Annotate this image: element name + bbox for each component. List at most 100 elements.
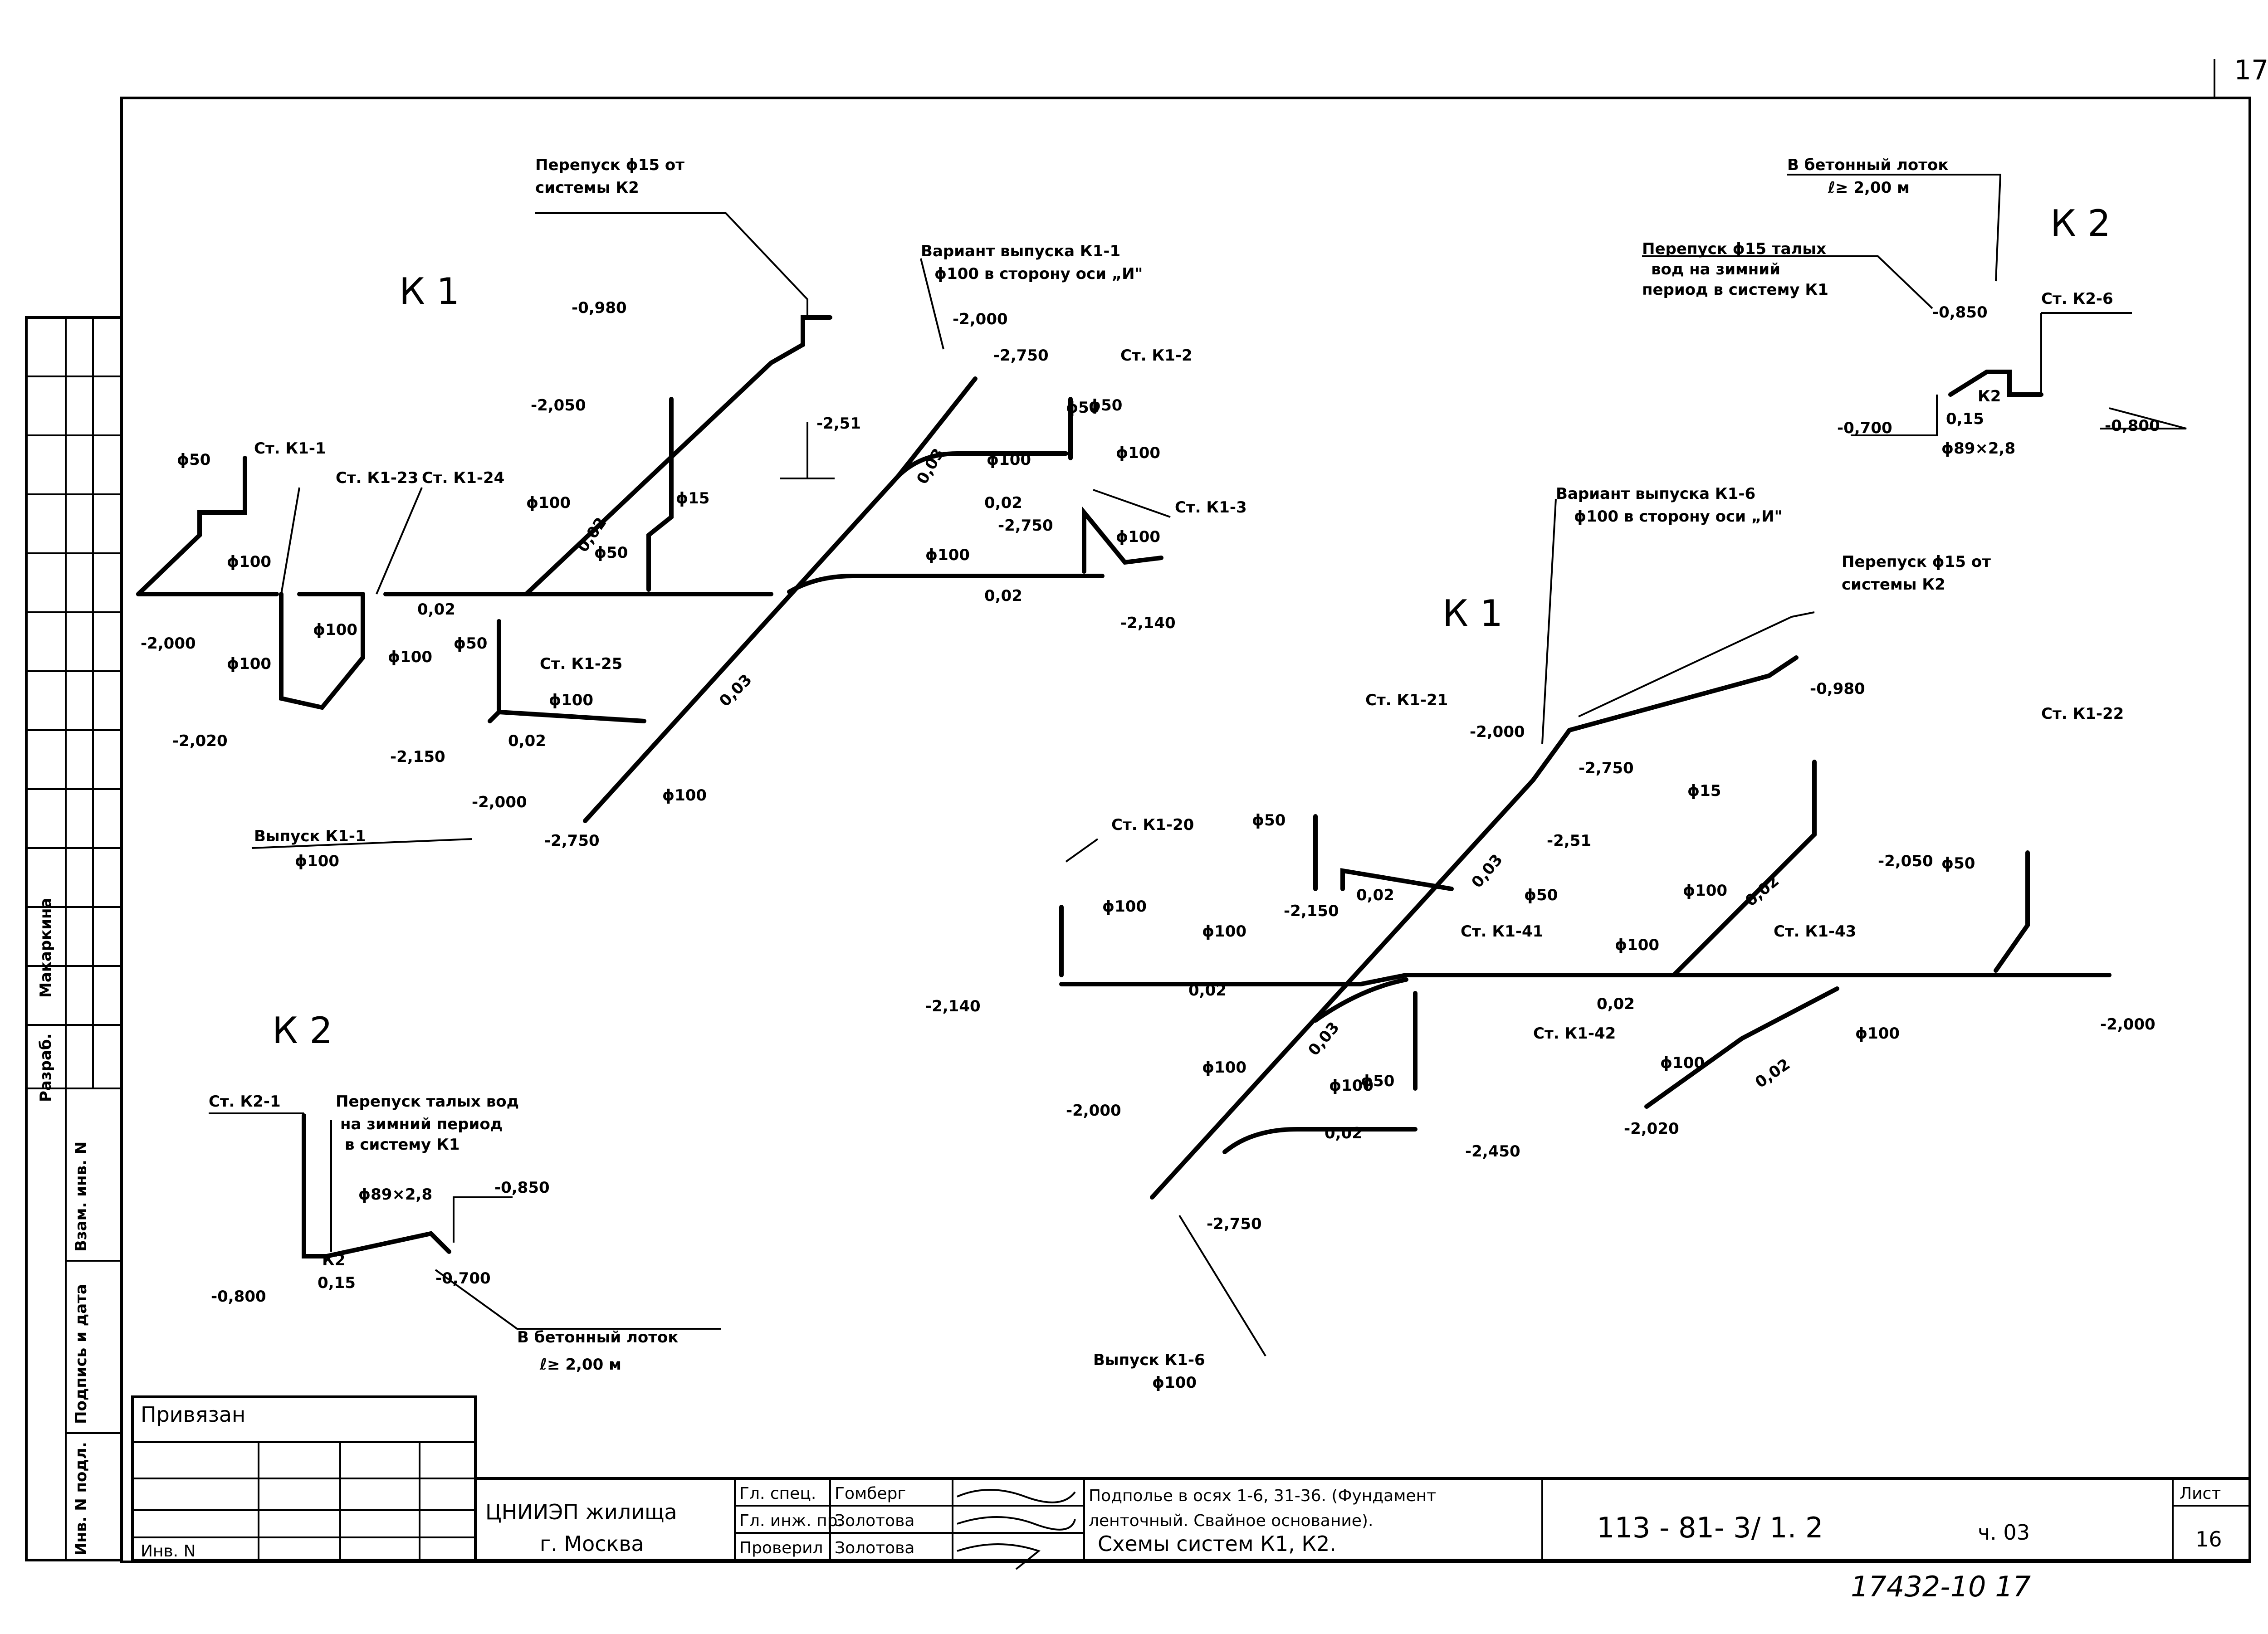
k2b-bypass-2: на зимний период (340, 1115, 503, 1133)
k1l-level-4: -2,020 (172, 732, 228, 750)
tb-part: ч. 03 (1978, 1520, 2030, 1545)
k2t-bypass-2: вод на зимний (1651, 260, 1780, 278)
k1r-dia-6: ϕ100 (1615, 936, 1659, 954)
k1r-bypass-k2-2: системы К2 (1842, 576, 1945, 594)
k1r-dia-1: ϕ50 (1252, 811, 1286, 829)
k1l-riser-24: Ст. К1-24 (422, 469, 504, 487)
k1r-slope-2: 0,02 (1356, 886, 1394, 904)
tb-name-1: Гомберг (835, 1484, 906, 1503)
k1l-slope-1: 0,02 (417, 600, 455, 619)
k1l-outlet-1: Выпуск К1-1 (254, 827, 366, 845)
k1l-riser-25: Ст. К1-25 (540, 655, 622, 673)
k1l-level-3: -2,000 (141, 634, 196, 653)
k1r-level-5: -2,150 (1284, 902, 1339, 920)
k1r-level-6: -2,140 (925, 997, 981, 1015)
k2b-riser: Ст. К2-1 (209, 1093, 281, 1111)
k1l-variant-1: Вариант выпуска К1-1 (921, 242, 1120, 260)
tb-desc-3: Схемы систем К1, К2. (1098, 1532, 1336, 1556)
k1l-dia-7: ϕ50 (454, 634, 487, 653)
k2b-level-3: -0,700 (435, 1269, 491, 1288)
k1l-slope-7: 0,02 (984, 587, 1022, 605)
k2t-bypass-3: период в систему К1 (1642, 281, 1828, 299)
k1r-riser-21: Ст. К1-21 (1365, 691, 1448, 709)
tb-role-2: Гл. инж. пр. (739, 1512, 843, 1530)
k2t-channel-1: В бетонный лоток (1787, 156, 1948, 174)
k1r-level-2: -2,750 (1579, 759, 1634, 777)
k1r-level-12: -2,750 (1207, 1215, 1262, 1233)
tb-inv: Инв. N (141, 1542, 196, 1561)
tb-desc-2: ленточный. Свайное основание). (1089, 1512, 1373, 1530)
k1l-variant-2: ϕ100 в сторону оси „И" (934, 265, 1143, 283)
k2b-tag: К2 (322, 1251, 345, 1269)
k1l-dia-17: ϕ50 (1066, 399, 1100, 417)
k1r-variant-2: ϕ100 в сторону оси „И" (1574, 507, 1782, 526)
side-stamp: Разраб. Макаркина Инв. N подл. Подпись и… (25, 316, 123, 1561)
tb-org-2: г. Москва (540, 1532, 644, 1556)
k1l-slope-2: 0,02 (508, 732, 546, 750)
k1l-dia-13: ϕ50 (1089, 396, 1122, 415)
k2b-level-1: -0,850 (494, 1179, 550, 1197)
stamp-number: 17432-10 17 (1851, 1570, 2031, 1603)
k1r-outlet-1: Выпуск К1-6 (1093, 1351, 1205, 1369)
k1r-slope-8: 0,02 (1325, 1124, 1363, 1142)
k1r-dia-2: ϕ100 (1102, 897, 1147, 916)
tb-name-2: Золотова (835, 1512, 914, 1530)
k1l-riser-3: Ст. К1-3 (1175, 498, 1247, 517)
stamp-dev-name: Макаркина (37, 898, 55, 998)
k1r-dia-5: ϕ50 (1524, 886, 1558, 904)
k1l-level-5: -2,150 (390, 748, 445, 766)
k1r-level-11: -2,020 (1624, 1120, 1679, 1138)
k1l-bypass-k2-1: Перепуск ϕ15 от (535, 156, 684, 174)
k1r-dia-11: ϕ50 (1361, 1072, 1394, 1090)
k1r-slope-7: 0,02 (1752, 1055, 1794, 1092)
tb-role-3: Проверил (739, 1539, 823, 1557)
k2t-level-3: -0,800 (2105, 417, 2160, 435)
k1r-dia-7: ϕ100 (1683, 882, 1727, 900)
k1l-dia-15: ϕ100 (1116, 528, 1160, 546)
signature-1 (957, 1489, 1076, 1503)
k1l-slope-4: 0,03 (716, 671, 756, 711)
k1l-dia-11: ϕ100 (662, 786, 707, 805)
k2-top-title: К 2 (2050, 202, 2111, 244)
k1l-riser-23: Ст. К1-23 (336, 469, 418, 487)
k1l-dia-3: ϕ100 (313, 621, 357, 639)
k1r-dia-10: ϕ100 (1660, 1054, 1705, 1072)
k2b-channel-1: В бетонный лоток (517, 1328, 678, 1346)
k1r-level-9: -2,000 (1066, 1102, 1121, 1120)
k1r-dia-9: ϕ100 (1855, 1024, 1900, 1043)
k1l-dia-5: ϕ100 (388, 648, 432, 666)
k1l-dia-6: ϕ100 (526, 494, 571, 512)
k2b-slope: 0,15 (318, 1274, 356, 1292)
k1l-level-11: -2,750 (998, 517, 1053, 535)
k1r-level-8: -2,000 (2100, 1015, 2156, 1034)
k1l-dia-16: ϕ100 (1116, 444, 1160, 462)
stamp-inv-repl: Взам. инв. N (72, 1141, 90, 1252)
k1-left-title: К 1 (399, 270, 459, 312)
k1l-dia-12: ϕ100 (925, 546, 970, 564)
k1r-riser-43: Ст. К1-43 (1774, 922, 1856, 941)
k2t-bypass-1: Перепуск ϕ15 талых (1642, 240, 1826, 258)
k2-top-scheme: К 2 В бетонный лоток ℓ≥ 2,00 м Перепуск … (1642, 156, 2187, 458)
k1l-level-12: -2,140 (1120, 614, 1176, 632)
k1r-riser-41: Ст. К1-41 (1461, 922, 1543, 941)
k1l-level-9: -2,000 (953, 310, 1008, 328)
tb-sheet-number: 16 (2195, 1527, 2222, 1551)
k1l-dia-8: ϕ50 (594, 544, 628, 562)
k1r-riser-42: Ст. К1-42 (1533, 1024, 1616, 1043)
k1r-variant-1: Вариант выпуска К1-6 (1556, 485, 1755, 503)
k2-bottom-scheme: К 2 Ст. К2-1 Перепуск талых вод на зимни… (209, 1010, 721, 1374)
k1r-level-4: -2,51 (1547, 832, 1591, 850)
k2t-channel-2: ℓ≥ 2,00 м (1828, 179, 1910, 197)
k1r-level-10: -2,450 (1465, 1142, 1520, 1161)
k2b-level-2: -0,800 (211, 1288, 266, 1306)
tb-project-code: 113 - 81- 3/ 1. 2 (1597, 1511, 1823, 1544)
k1r-dia-8: ϕ50 (1941, 854, 1975, 873)
k1l-slope-6: 0,02 (984, 494, 1022, 512)
title-block: Привязан Инв. N ЦНИИЭП жилища г. Москва … (131, 1395, 2251, 1603)
k2t-slope: 0,15 (1946, 410, 1984, 428)
k1r-riser-22: Ст. К1-22 (2041, 705, 2124, 723)
k1r-slope-6: 0,02 (1742, 872, 1783, 910)
k1-left-scheme: К 1 Перепуск ϕ15 от системы К2 Вариант в… (136, 156, 1247, 870)
k1r-bypass-k2-1: Перепуск ϕ15 от (1842, 553, 1991, 571)
